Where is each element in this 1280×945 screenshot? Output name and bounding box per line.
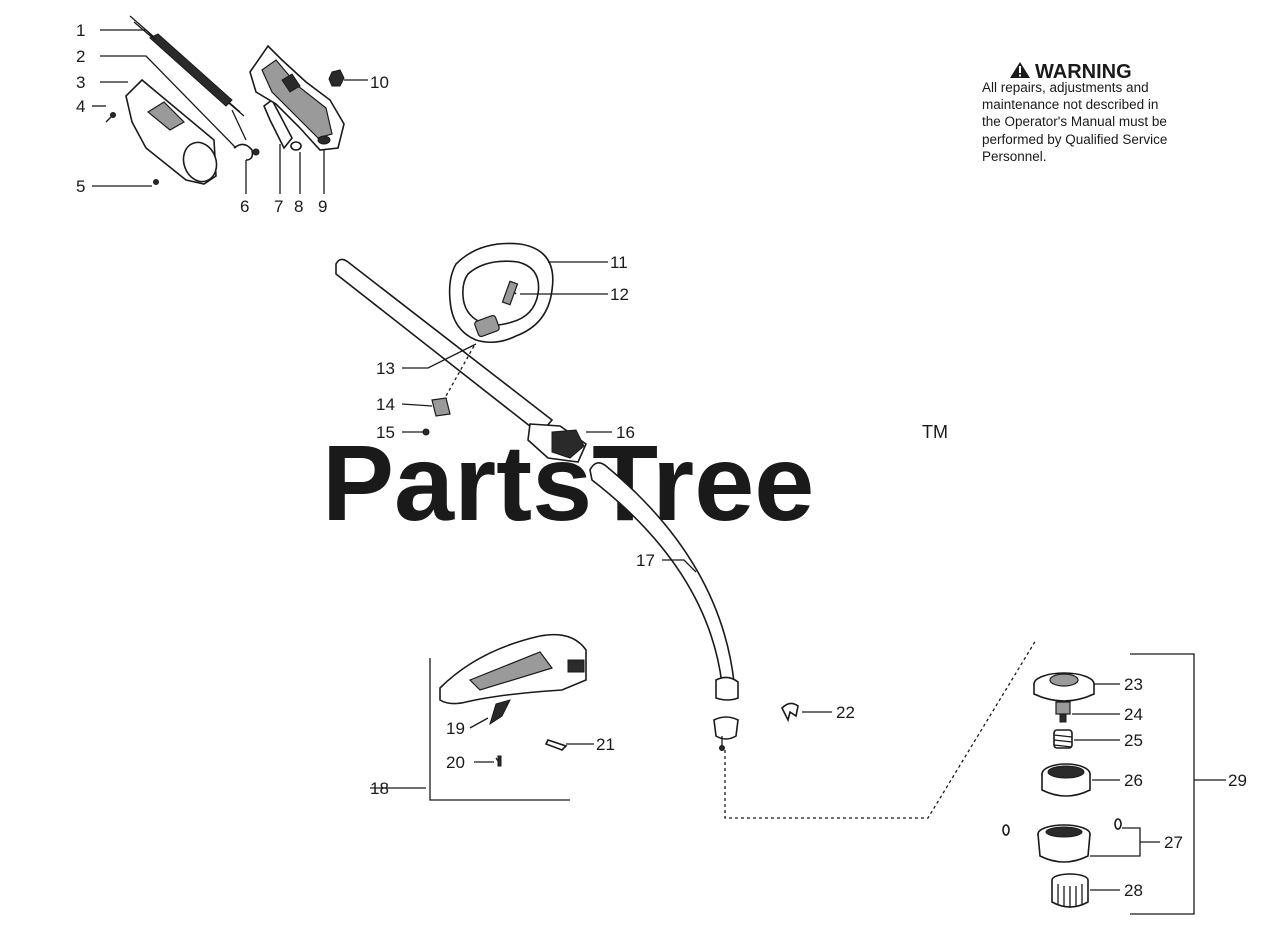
leader-lines bbox=[92, 29, 1226, 891]
callout-27: 27 bbox=[1164, 833, 1183, 852]
callout-9: 9 bbox=[318, 197, 327, 216]
callout-23: 23 bbox=[1124, 675, 1143, 694]
warning-line-2: maintenance not described in bbox=[982, 97, 1158, 112]
callout-21: 21 bbox=[596, 735, 615, 754]
callout-10: 10 bbox=[370, 73, 389, 92]
callout-13: 13 bbox=[376, 359, 395, 378]
callout-1: 1 bbox=[76, 21, 85, 40]
shaft-assembly bbox=[335, 242, 1037, 819]
callout-6: 6 bbox=[240, 197, 249, 216]
callout-22: 22 bbox=[836, 703, 855, 722]
callout-24: 24 bbox=[1124, 705, 1143, 724]
warning-line-5: Personnel. bbox=[982, 149, 1047, 164]
callout-20: 20 bbox=[446, 753, 465, 772]
callout-4: 4 bbox=[76, 97, 85, 116]
callout-16: 16 bbox=[616, 423, 635, 442]
warning-line-4: performed by Qualified Service bbox=[982, 132, 1167, 147]
warning-notice: WARNING All repairs, adjustments and mai… bbox=[982, 61, 1167, 164]
callout-28: 28 bbox=[1124, 881, 1143, 900]
callout-26: 26 bbox=[1124, 771, 1143, 790]
callout-5: 5 bbox=[76, 177, 85, 196]
callout-29: 29 bbox=[1228, 771, 1247, 790]
callout-11: 11 bbox=[610, 253, 628, 272]
callout-18: 18 bbox=[370, 779, 389, 798]
guard-assembly bbox=[429, 633, 587, 801]
warning-line-3: the Operator's Manual must be bbox=[982, 114, 1167, 129]
callout-25: 25 bbox=[1124, 731, 1143, 750]
callout-7: 7 bbox=[274, 197, 283, 216]
callout-12: 12 bbox=[610, 285, 629, 304]
warning-line-1: All repairs, adjustments and bbox=[982, 80, 1149, 95]
callout-14: 14 bbox=[376, 395, 395, 414]
callout-15: 15 bbox=[376, 423, 395, 442]
callout-2: 2 bbox=[76, 47, 85, 66]
callout-3: 3 bbox=[76, 73, 85, 92]
trimmer-head bbox=[1002, 653, 1195, 915]
callout-17: 17 bbox=[636, 551, 655, 570]
watermark-trademark: TM bbox=[922, 422, 948, 442]
callout-19: 19 bbox=[446, 719, 465, 738]
callout-labels: 1 2 3 4 5 6 7 8 9 10 11 12 13 14 15 16 1… bbox=[76, 21, 1247, 900]
throttle-assembly bbox=[105, 15, 345, 185]
warning-title: WARNING bbox=[1035, 61, 1132, 83]
watermark: PartsTree TM bbox=[322, 422, 948, 543]
callout-8: 8 bbox=[294, 197, 303, 216]
warning-triangle-icon bbox=[1010, 62, 1030, 78]
